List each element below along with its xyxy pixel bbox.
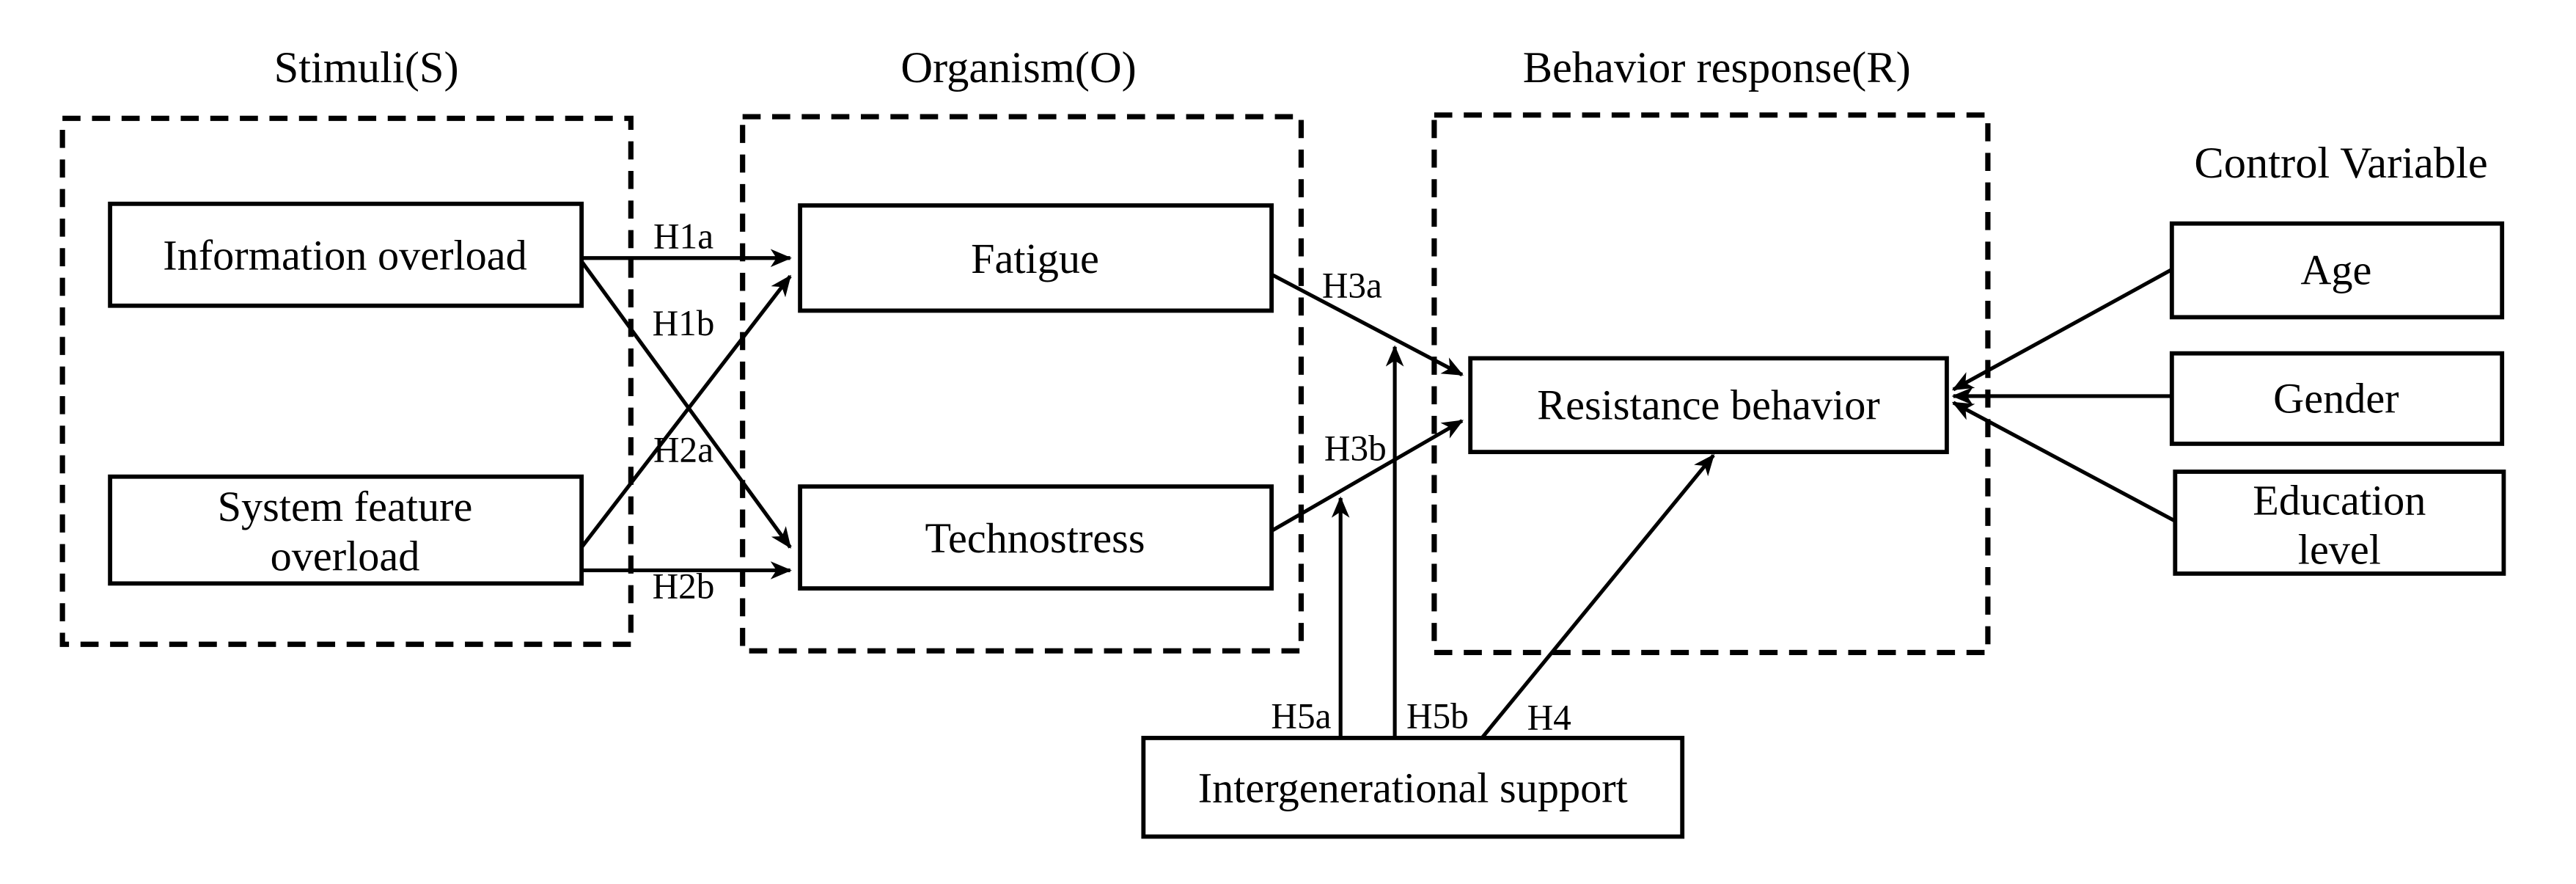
control-variable-title: Control Variable [2194, 139, 2487, 188]
behavior-response-group-title: Behavior response(R) [1523, 43, 1911, 92]
resistance-behavior-rect [1468, 356, 1949, 455]
education-level-rect [2173, 470, 2506, 576]
h1a-label: H1a [653, 216, 713, 256]
education-level-label-line2: level [2298, 525, 2381, 573]
organism-group-frame [740, 114, 1304, 654]
system-feature-overload-label-line2: overload [271, 532, 420, 580]
education-level-box: Education level [2173, 470, 2506, 576]
intergenerational-support-box: Intergenerational support [1141, 736, 1685, 839]
fatigue-box: Fatigue [798, 203, 1274, 313]
education-control-arrow [1951, 401, 2176, 523]
h5a-label: H5a [1271, 696, 1331, 737]
fatigue-label: Fatigue [971, 235, 1099, 282]
gender-rect [2169, 351, 2505, 446]
age-label: Age [2300, 246, 2371, 294]
age-control-arrow [1951, 268, 2173, 392]
system-feature-overload-box: System feature overload [108, 474, 584, 586]
gender-box: Gender [2169, 351, 2505, 446]
h3b-label: H3b [1324, 428, 1387, 468]
information-overload-rect [108, 201, 584, 308]
system-feature-overload-label-line1: System feature [218, 483, 473, 530]
information-overload-label: Information overload [163, 231, 527, 279]
fatigue-rect [798, 203, 1274, 313]
stimuli-group-title: Stimuli(S) [274, 43, 459, 92]
gender-label: Gender [2273, 374, 2399, 422]
h1b-label: H1b [653, 303, 715, 343]
resistance-behavior-box: Resistance behavior [1468, 356, 1949, 455]
h3b-arrow [1270, 419, 1464, 533]
h4-arrow [1480, 453, 1715, 739]
h3a-label: H3a [1322, 266, 1382, 306]
system-feature-overload-rect [108, 474, 584, 586]
education-level-label-line1: Education [2253, 476, 2426, 524]
age-rect [2169, 221, 2505, 320]
h2a-label: H2a [653, 430, 713, 470]
h4-label: H4 [1527, 698, 1571, 738]
h5b-label: H5b [1406, 696, 1469, 737]
organism-group-title: Organism(O) [900, 43, 1136, 92]
h2a-arrow [580, 274, 792, 549]
technostress-box: Technostress [798, 484, 1274, 591]
h3a-arrow [1270, 272, 1464, 377]
intergenerational-support-label: Intergenerational support [1198, 764, 1628, 811]
resistance-behavior-label: Resistance behavior [1537, 381, 1879, 428]
technostress-rect [798, 484, 1274, 591]
technostress-label: Technostress [925, 514, 1145, 562]
information-overload-box: Information overload [108, 201, 584, 308]
intergenerational-support-rect [1141, 736, 1685, 839]
age-box: Age [2169, 221, 2505, 320]
stimuli-group-frame [59, 115, 634, 647]
h2b-label: H2b [653, 566, 715, 607]
h1b-arrow [580, 260, 792, 549]
behavior-response-group-frame [1431, 112, 1991, 656]
